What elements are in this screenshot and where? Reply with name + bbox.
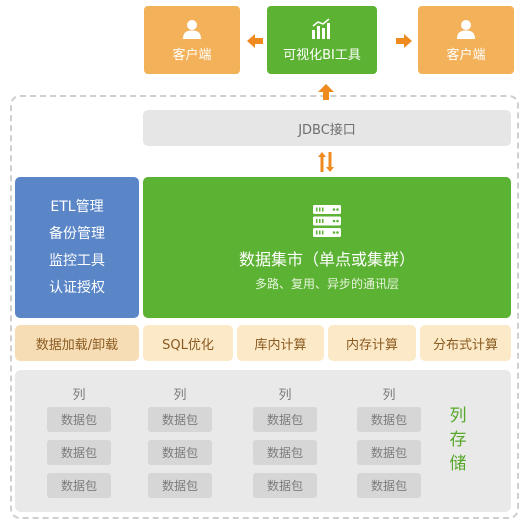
data-packet: 数据包	[47, 440, 111, 465]
datamart-subtitle: 多路、复用、异步的通讯层	[254, 276, 399, 291]
monitoring-tools: 监控工具	[49, 252, 105, 269]
in-database-compute-label: 库内计算	[254, 337, 307, 353]
distributed-compute-box: 分布式计算	[420, 325, 511, 361]
data-packet: 数据包	[253, 407, 317, 432]
bar-chart-icon	[312, 17, 330, 39]
user-icon	[457, 19, 475, 39]
data-packet: 数据包	[357, 407, 421, 432]
client-left: 客户端	[144, 6, 240, 74]
data-packet: 数据包	[357, 440, 421, 465]
jdbc-interface: JDBC接口	[143, 110, 511, 146]
load-unload-box: 数据加载/卸载	[15, 325, 139, 361]
column-header: 列	[382, 388, 396, 403]
data-mart: 数据集市（单点或集群） 多路、复用、异步的通讯层	[143, 177, 511, 318]
datamart-title: 数据集市（单点或集群）	[238, 249, 415, 269]
in-memory-compute-label: 内存计算	[345, 337, 398, 353]
user-icon	[183, 19, 201, 39]
backup-management: 备份管理	[49, 225, 105, 242]
column-storage-label: 列 存 储	[443, 404, 473, 476]
column-header: 列	[278, 388, 292, 403]
column-storage-char-2: 存	[449, 430, 467, 450]
bidirectional-arrow-icon	[318, 152, 334, 172]
client-left-label: 客户端	[172, 47, 212, 63]
auth-authorization: 认证授权	[49, 279, 105, 296]
data-packet: 数据包	[47, 473, 111, 498]
management-tools: ETL管理 备份管理 监控工具 认证授权	[15, 177, 139, 318]
client-right: 客户端	[418, 6, 514, 74]
etl-management: ETL管理	[50, 198, 104, 215]
data-packet: 数据包	[148, 473, 212, 498]
data-packet: 数据包	[357, 473, 421, 498]
sql-optimization-label: SQL优化	[162, 337, 214, 353]
in-memory-compute-box: 内存计算	[328, 325, 416, 361]
column-header: 列	[173, 388, 187, 403]
column-storage-char-3: 储	[449, 454, 467, 474]
sql-optimization-box: SQL优化	[143, 325, 233, 361]
arrow-left-icon	[247, 34, 263, 48]
bi-tool-label: 可视化BI工具	[283, 47, 361, 63]
column-header: 列	[72, 388, 86, 403]
server-icon	[313, 204, 341, 237]
arrow-up-icon	[318, 84, 334, 100]
in-database-compute-box: 库内计算	[237, 325, 324, 361]
data-packet: 数据包	[148, 440, 212, 465]
column-storage-char-1: 列	[449, 406, 467, 426]
data-packet: 数据包	[47, 407, 111, 432]
data-packet: 数据包	[253, 473, 317, 498]
distributed-compute-label: 分布式计算	[432, 337, 498, 353]
bi-tool-box: 可视化BI工具	[267, 6, 377, 74]
system-boundary	[10, 95, 519, 519]
jdbc-label: JDBC接口	[298, 122, 356, 138]
arrow-right-icon	[396, 34, 412, 48]
data-packet: 数据包	[253, 440, 317, 465]
data-packet: 数据包	[148, 407, 212, 432]
load-unload-label: 数据加载/卸载	[35, 337, 119, 353]
client-right-label: 客户端	[446, 47, 486, 63]
